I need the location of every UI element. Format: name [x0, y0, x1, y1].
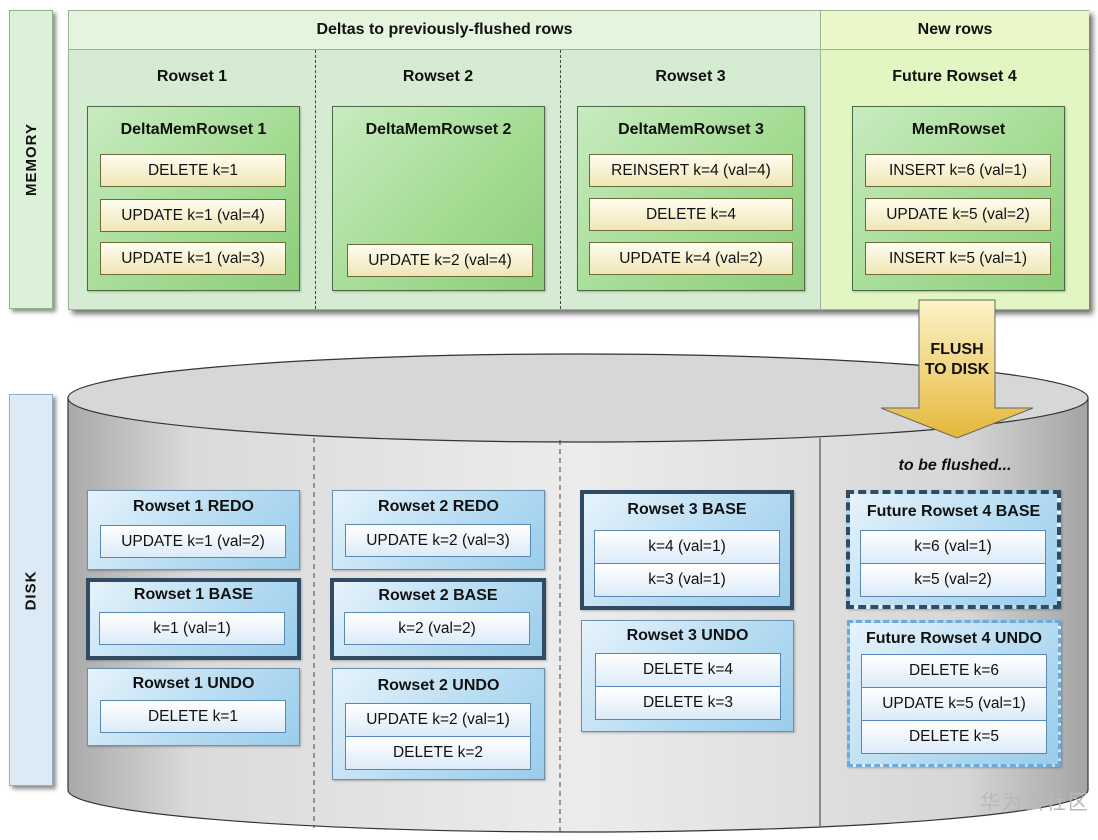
memory-rowset-2-label: Rowset 2	[402, 68, 474, 85]
delta-mem-rowset-2: DeltaMemRowset 2 UPDATE k=2 (val=4)	[332, 106, 545, 291]
rowset-2-undo-title: Rowset 2 UNDO	[377, 677, 500, 694]
rowset-1-undo-title: Rowset 1 UNDO	[132, 675, 255, 692]
rowset-2-undo: Rowset 2 UNDO UPDATE k=2 (val=1) DELETE …	[332, 668, 545, 780]
rowset-2-redo-title: Rowset 2 REDO	[378, 498, 499, 515]
new-rows-header-text: New rows	[917, 21, 993, 38]
memory-rowset-3-label: Rowset 3	[655, 68, 726, 85]
op-item: DELETE k=4	[589, 198, 793, 231]
rowset-3-base-title: Rowset 3 BASE	[627, 501, 747, 518]
flush-line-2: TO DISK	[924, 361, 990, 378]
rowset-3-base-item: k=3 (val=1)	[594, 563, 780, 597]
rowset-1-base-item: k=1 (val=1)	[99, 612, 285, 645]
memory-rowset-4-label: Future Rowset 4	[892, 68, 1017, 85]
deltas-header-text: Deltas to previously-flushed rows	[316, 21, 573, 38]
watermark: 华为云社区	[980, 792, 1090, 814]
rowset-3-base: Rowset 3 BASE k=4 (val=1) k=3 (val=1)	[580, 490, 794, 610]
memory-side-label: MEMORY	[9, 10, 53, 309]
rowset-3-undo-item: DELETE k=3	[595, 686, 781, 720]
future-rowset-4-base: Future Rowset 4 BASE k=6 (val=1) k=5 (va…	[846, 490, 1061, 609]
future-rowset-4-undo-item: DELETE k=6	[861, 654, 1047, 688]
memory-divider-1	[315, 50, 316, 309]
rowset-1-redo-title: Rowset 1 REDO	[133, 498, 254, 515]
op-item: UPDATE k=5 (val=2)	[865, 198, 1051, 231]
future-rowset-4-undo-title: Future Rowset 4 UNDO	[865, 630, 1042, 647]
op-item: REINSERT k=4 (val=4)	[589, 154, 793, 187]
op-item: UPDATE k=2 (val=4)	[347, 244, 533, 277]
new-rows-header: New rows	[820, 11, 1089, 50]
rowset-3-undo-title: Rowset 3 UNDO	[626, 627, 749, 644]
deltas-header: Deltas to previously-flushed rows	[69, 11, 820, 50]
flush-line-1: FLUSH	[930, 341, 984, 358]
rowset-3-undo-item: DELETE k=4	[595, 653, 781, 687]
rowset-1-undo: Rowset 1 UNDO DELETE k=1	[87, 668, 300, 746]
delta-mem-rowset-1: DeltaMemRowset 1 DELETE k=1 UPDATE k=1 (…	[87, 106, 300, 291]
delta-mem-rowset-3: DeltaMemRowset 3 REINSERT k=4 (val=4) DE…	[577, 106, 805, 291]
op-item: UPDATE k=1 (val=4)	[100, 199, 286, 232]
rowset-2-undo-item: UPDATE k=2 (val=1)	[345, 703, 531, 737]
rowset-2-base-title: Rowset 2 BASE	[378, 587, 498, 604]
op-item: UPDATE k=4 (val=2)	[589, 242, 793, 275]
op-item: UPDATE k=1 (val=3)	[100, 242, 286, 275]
op-item: INSERT k=6 (val=1)	[865, 154, 1051, 187]
cylinder-top	[67, 353, 1089, 443]
rowset-2-redo-item: UPDATE k=2 (val=3)	[345, 524, 531, 557]
delta-mem-rowset-3-title: DeltaMemRowset 3	[618, 121, 764, 138]
rowset-2-base-item: k=2 (val=2)	[344, 612, 530, 645]
op-item: INSERT k=5 (val=1)	[865, 242, 1051, 275]
to-be-flushed-note: to be flushed...	[898, 457, 1012, 474]
mem-rowset-title: MemRowset	[911, 121, 1006, 138]
rowset-2-base: Rowset 2 BASE k=2 (val=2)	[330, 578, 546, 660]
future-rowset-4-undo: Future Rowset 4 UNDO DELETE k=6 UPDATE k…	[847, 620, 1061, 767]
memory-rowset-1-label: Rowset 1	[156, 68, 228, 85]
delta-mem-rowset-2-title: DeltaMemRowset 2	[365, 121, 512, 138]
memory-panel: Deltas to previously-flushed rows New ro…	[68, 10, 1089, 310]
rowset-1-undo-item: DELETE k=1	[100, 700, 286, 733]
delta-mem-rowset-1-title: DeltaMemRowset 1	[120, 121, 267, 138]
rowset-3-base-item: k=4 (val=1)	[594, 530, 780, 564]
mem-rowset: MemRowset INSERT k=6 (val=1) UPDATE k=5 …	[852, 106, 1065, 291]
rowset-2-undo-item: DELETE k=2	[345, 736, 531, 770]
future-rowset-4-base-item: k=6 (val=1)	[860, 530, 1046, 564]
rowset-3-undo: Rowset 3 UNDO DELETE k=4 DELETE k=3	[581, 620, 794, 732]
future-rowset-4-base-title: Future Rowset 4 BASE	[866, 503, 1041, 520]
rowset-1-base: Rowset 1 BASE k=1 (val=1)	[86, 578, 301, 660]
cylinder-body	[67, 397, 1089, 833]
flush-arrow	[880, 299, 1034, 439]
memory-divider-2	[560, 50, 561, 309]
rowset-1-base-title: Rowset 1 BASE	[133, 586, 254, 603]
rowset-1-redo-item: UPDATE k=1 (val=2)	[100, 525, 286, 558]
rowset-2-redo: Rowset 2 REDO UPDATE k=2 (val=3)	[332, 490, 545, 570]
op-item: DELETE k=1	[100, 154, 286, 187]
disk-side-label: DISK	[9, 394, 53, 786]
rowset-1-redo: Rowset 1 REDO UPDATE k=1 (val=2)	[87, 490, 300, 570]
future-rowset-4-undo-item: UPDATE k=5 (val=1)	[861, 687, 1047, 721]
future-rowset-4-undo-item: DELETE k=5	[861, 720, 1047, 754]
future-rowset-4-base-item: k=5 (val=2)	[860, 563, 1046, 597]
